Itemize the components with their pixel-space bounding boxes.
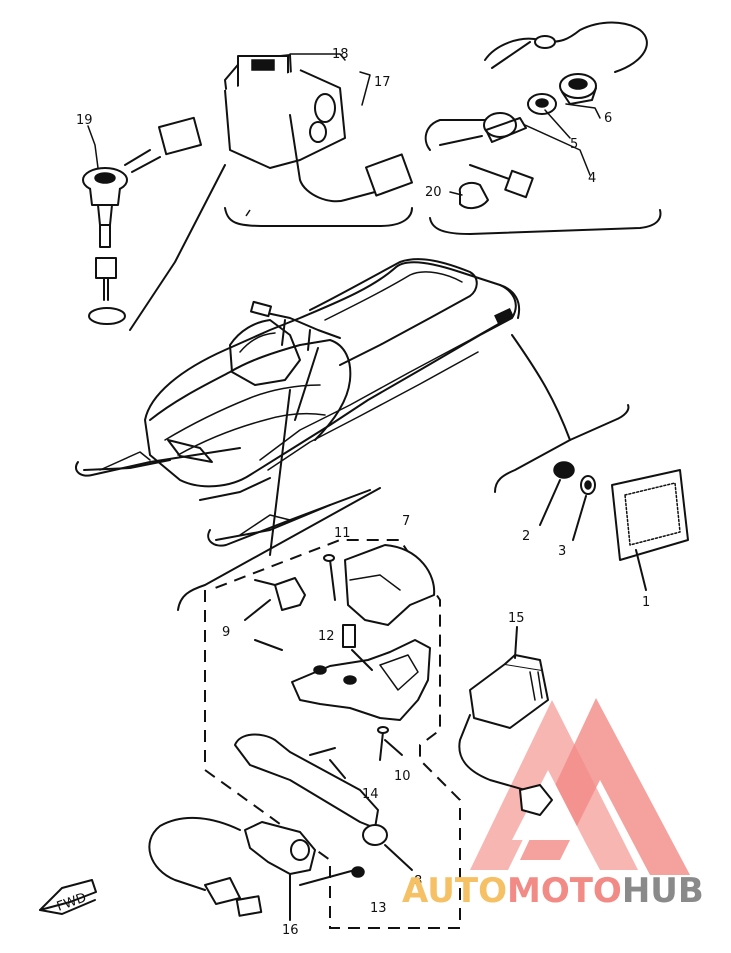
callout-2: 2 — [522, 529, 530, 544]
callout-4: 4 — [588, 171, 596, 186]
group-19-assembly — [82, 116, 413, 331]
callout-16: 16 — [282, 923, 299, 938]
callout-8: 8 — [414, 874, 422, 889]
snowmobile-body — [74, 258, 520, 547]
forward-arrow-icon — [39, 879, 97, 915]
callout-5: 5 — [570, 137, 578, 152]
callout-3: 3 — [558, 544, 566, 559]
callout-12: 12 — [318, 629, 335, 644]
lever-assembly-group — [177, 347, 461, 929]
watermark-hub: HUB — [622, 871, 704, 911]
watermark-moto: MOTO — [507, 871, 622, 911]
callout-9: 9 — [222, 625, 230, 640]
callout-1: 1 — [642, 595, 650, 610]
callout-17: 17 — [374, 75, 391, 90]
callout-14: 14 — [362, 787, 379, 802]
callout-labels: 1 2 3 4 5 6 7 8 9 10 11 12 13 14 15 16 1… — [76, 47, 650, 938]
callout-10: 10 — [394, 769, 411, 784]
callout-15: 15 — [508, 611, 525, 626]
callout-18: 18 — [332, 47, 349, 62]
callout-leaders — [87, 53, 601, 196]
group-4-5-6-assembly — [424, 21, 662, 235]
throttle-16-assembly — [148, 816, 316, 921]
reflector-assembly — [494, 334, 689, 591]
callout-19: 19 — [76, 113, 93, 128]
callout-6: 6 — [604, 111, 612, 126]
switch-15-assembly — [458, 626, 553, 816]
callout-20: 20 — [425, 185, 442, 200]
callout-11: 11 — [334, 526, 351, 541]
watermark-text: AUTOMOTOHUB — [402, 871, 704, 911]
callout-7: 7 — [402, 514, 410, 529]
callout-13: 13 — [370, 901, 387, 916]
fwd-label: FWD — [55, 890, 89, 914]
group-17-18-assembly — [224, 54, 413, 217]
watermark-auto: AUTO — [402, 871, 507, 911]
